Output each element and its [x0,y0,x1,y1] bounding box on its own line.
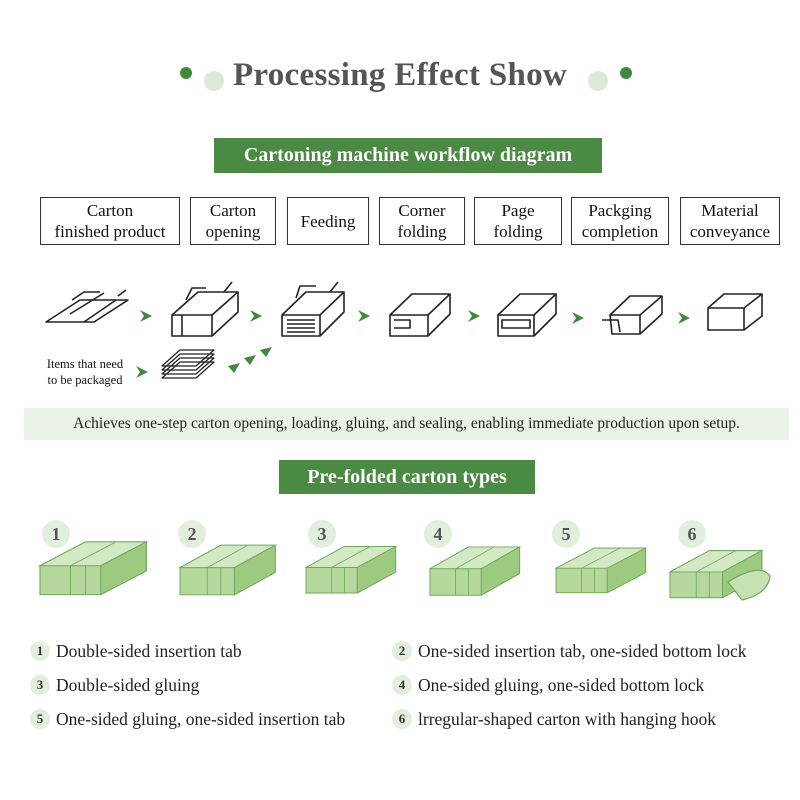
workflow-step-carton-opening: Carton opening [190,197,276,245]
workflow-step-finished-product: Carton finished product [40,197,180,245]
workflow-arrows [136,310,690,378]
page-title: Processing Effect Show [232,57,568,93]
feeding-carton-icon [281,281,345,337]
workflow-step-page-folding: Page folding [474,197,562,245]
product-stack-icon [161,349,215,379]
carton-types-illustration: 1 2 3 4 5 6 [39,520,771,601]
workflow-step-packaging-completion: Packging completion [571,197,669,245]
arrow-right-icon [468,310,480,322]
svg-text:1: 1 [52,524,61,544]
arrow-right-icon [572,312,584,324]
carton-type-6: 6 [669,520,771,601]
workflow-step-feeding: Feeding [287,197,369,245]
svg-text:3: 3 [318,524,327,544]
workflow-note: Achieves one-step carton opening, loadin… [24,408,789,440]
items-to-package-label: Items that need to be packaged [46,357,124,387]
svg-text:6: 6 [688,524,697,544]
decor-dot-icon [180,67,192,79]
arrow-up-right-icon [260,347,272,357]
workflow-illustration [45,281,763,379]
arrow-right-icon [678,312,690,324]
opened-carton-icon [171,281,239,337]
packaging-completion-carton-icon [602,295,663,335]
carton-type-3: 3 [305,520,397,594]
carton-type-4: 4 [424,520,521,596]
closed-carton-icon [707,293,763,331]
corner-folding-carton-icon [389,293,451,337]
decor-dot-icon [588,71,608,91]
flat-carton-blank-icon [45,289,129,323]
workflow-step-corner-folding: Corner folding [379,197,465,245]
arrow-up-right-icon [228,363,240,373]
arrow-right-icon [358,310,370,322]
carton-types-banner: Pre-folded carton types [279,460,535,494]
arrow-up-right-icon [244,355,256,365]
hanging-hook-tab-icon [727,569,771,601]
carton-type-5: 5 [552,520,647,594]
arrow-right-icon [250,310,262,322]
arrow-right-icon [140,310,152,322]
carton-type-1: 1 [39,520,147,596]
carton-type-2: 2 [178,520,276,596]
arrow-right-icon [136,366,148,378]
decor-dot-icon [204,71,224,91]
svg-text:2: 2 [188,524,197,544]
workflow-step-material-conveyance: Material conveyance [680,197,780,245]
decor-dot-icon [620,67,632,79]
svg-text:4: 4 [434,524,443,544]
page-header: Processing Effect Show [0,55,800,101]
page-folding-carton-icon [497,293,557,337]
workflow-banner: Cartoning machine workflow diagram [214,138,602,173]
svg-text:5: 5 [562,524,571,544]
